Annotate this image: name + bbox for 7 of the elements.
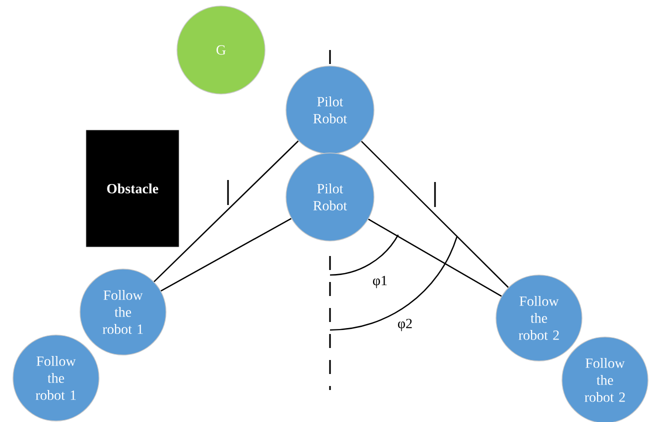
- angle-label: φ1: [373, 276, 387, 288]
- connector-line: [160, 218, 292, 292]
- connector-line: [361, 140, 509, 288]
- connector-line: [154, 140, 299, 282]
- obstacle-block: Obstacle: [86, 130, 180, 248]
- angle-label: φ2: [398, 318, 412, 332]
- connector-line: [368, 218, 502, 297]
